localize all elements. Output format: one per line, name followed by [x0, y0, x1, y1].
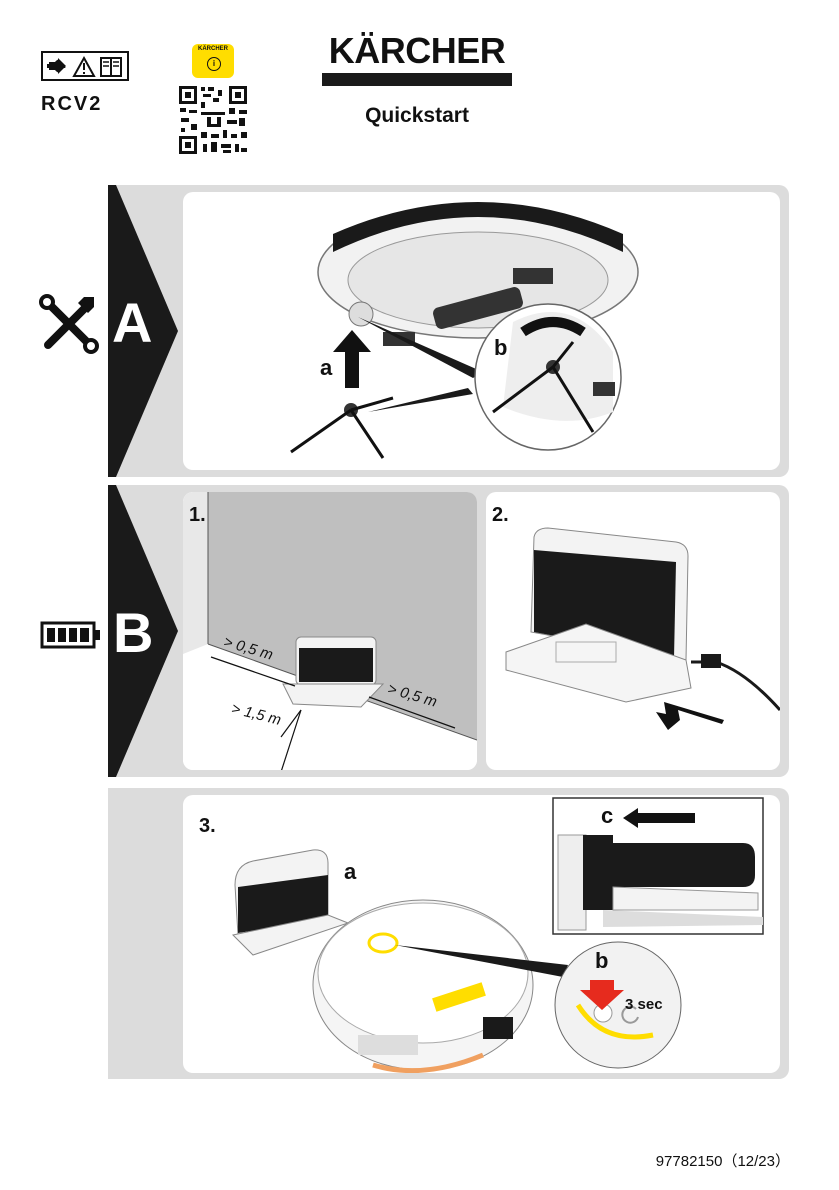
step3-label: 3.: [199, 815, 216, 837]
qr-badge-mark: i: [207, 57, 221, 71]
tools-icon: [39, 294, 99, 354]
dock-placement-illustration: [183, 492, 477, 770]
qr-code-icon[interactable]: [177, 84, 249, 156]
step1-label: 1.: [189, 504, 206, 526]
step3-callout-b: b: [595, 948, 609, 973]
qr-badge-brand: KÄRCHER: [198, 46, 228, 52]
step3-callout-a: a: [344, 859, 357, 884]
step1-card: 1. > 0,5 m > 0,5 m > 1,5 m: [183, 492, 477, 770]
step2-card: 2.: [486, 492, 780, 770]
section-a-card: a b: [183, 192, 780, 470]
hold-time-label: 3 sec: [625, 996, 663, 1013]
step3-card: 3. a b c 3 sec: [183, 795, 780, 1073]
section-a-letter: A: [112, 291, 153, 354]
read-manual-warning-icon: [41, 51, 129, 81]
section-b-marker: [108, 485, 178, 777]
document-number: 97782150（12/23）: [655, 1153, 790, 1170]
step3-callout-c: c: [601, 803, 614, 828]
battery-icon: [40, 621, 100, 649]
robot-underside-illustration: [290, 202, 639, 459]
dock-power-illustration: [505, 527, 780, 730]
brand-logo: KÄRCHER: [328, 30, 506, 71]
section-a-marker: [108, 185, 178, 477]
robot-start-illustration: [231, 797, 764, 1073]
section-b-letter: B: [113, 601, 154, 664]
callout-a: a: [320, 355, 333, 380]
callout-b: b: [494, 335, 508, 360]
brand-bar: [322, 73, 512, 86]
qr-badge: KÄRCHER i: [192, 44, 234, 78]
model-name: RCV2: [41, 93, 103, 115]
step2-label: 2.: [492, 504, 509, 526]
page-title: Quickstart: [365, 104, 469, 127]
